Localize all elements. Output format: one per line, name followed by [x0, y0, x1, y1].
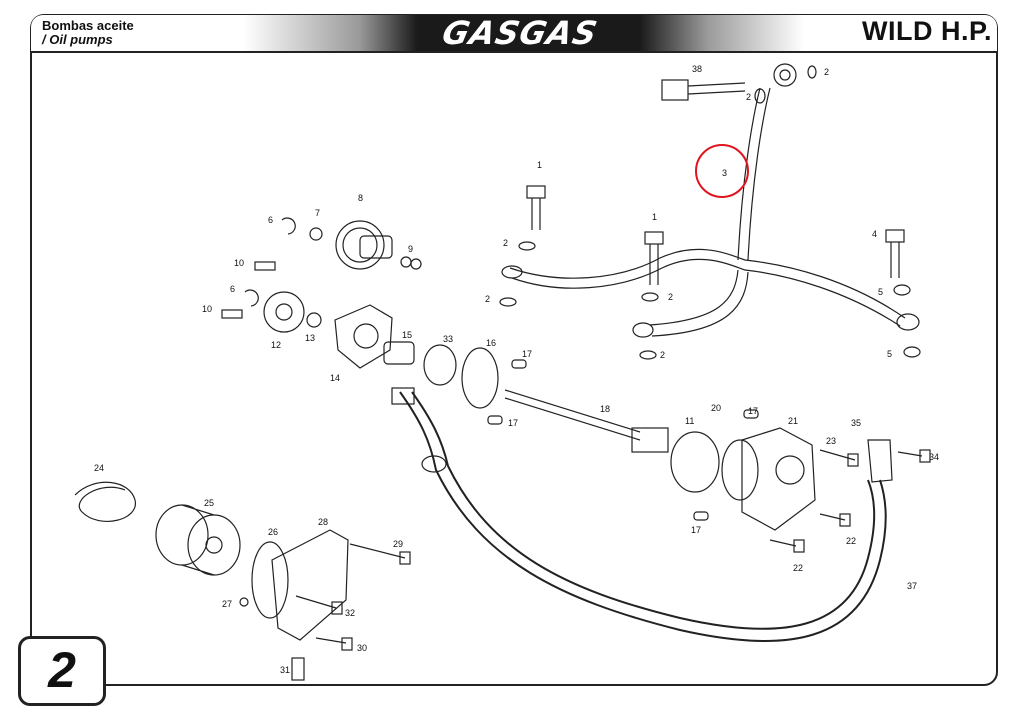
label-2c: 2: [503, 238, 508, 248]
label-1b: 1: [652, 212, 657, 222]
sensor-38: [661, 79, 689, 101]
plate-16: [461, 347, 499, 409]
bolt-1: [526, 185, 546, 199]
header-bar: [31, 15, 997, 53]
section-title-english: / Oil pumps: [42, 32, 113, 47]
label-17d: 17: [691, 525, 701, 535]
pump-body-21: [741, 427, 816, 531]
oil-hose-37: [399, 391, 887, 643]
spring-24: [74, 481, 136, 522]
label-4: 4: [872, 229, 877, 239]
banjo-fitting: [773, 63, 797, 87]
label-14: 14: [330, 373, 340, 383]
label-31: 31: [280, 665, 290, 675]
oring-20: [721, 439, 759, 501]
label-30: 30: [357, 643, 367, 653]
label-21: 21: [788, 416, 798, 426]
label-2d: 2: [485, 294, 490, 304]
label-7: 7: [315, 208, 320, 218]
label-2e: 2: [668, 292, 673, 302]
label-23: 23: [826, 436, 836, 446]
label-5b: 5: [887, 349, 892, 359]
rotor-11: [670, 431, 720, 493]
cover-28: [271, 529, 349, 641]
label-20: 20: [711, 403, 721, 413]
oil-line-cross: [509, 248, 906, 319]
drive-block: [631, 427, 669, 453]
bolt-4: [885, 229, 905, 243]
label-12: 12: [271, 340, 281, 350]
bushing-15: [383, 341, 415, 365]
label-5a: 5: [878, 287, 883, 297]
label-9: 9: [408, 244, 413, 254]
label-6b: 6: [230, 284, 235, 294]
label-17b: 17: [508, 418, 518, 428]
label-10a: 10: [234, 258, 244, 268]
label-25: 25: [204, 498, 214, 508]
label-10b: 10: [202, 304, 212, 314]
plug-31: [291, 657, 305, 681]
oil-line-pipe: [737, 87, 761, 261]
label-22a: 22: [846, 536, 856, 546]
highlight-circle: [695, 144, 749, 198]
label-8: 8: [358, 193, 363, 203]
gear-12: [263, 291, 305, 333]
label-13: 13: [305, 333, 315, 343]
shaft-18: [504, 389, 641, 433]
label-24: 24: [94, 463, 104, 473]
label-15: 15: [402, 330, 412, 340]
model-name: WILD H.P.: [861, 16, 992, 46]
rotor-33: [423, 344, 457, 386]
page-frame: [30, 14, 998, 686]
label-35: 35: [851, 418, 861, 428]
label-33: 33: [443, 334, 453, 344]
label-17c: 17: [748, 406, 758, 416]
label-3: 3: [722, 168, 727, 178]
gear-8: [335, 220, 385, 270]
label-2a: 2: [746, 92, 751, 102]
label-28: 28: [318, 517, 328, 527]
label-11: 11: [685, 416, 694, 426]
label-34: 34: [929, 452, 939, 462]
section-title-spanish: Bombas aceite: [42, 18, 134, 33]
label-32: 32: [345, 608, 355, 618]
label-37: 37: [907, 581, 917, 591]
label-16: 16: [486, 338, 496, 348]
label-27: 27: [222, 599, 232, 609]
label-38: 38: [692, 64, 702, 74]
page-number: 2: [48, 642, 76, 698]
hose-fitting: [391, 387, 415, 405]
label-1a: 1: [537, 160, 542, 170]
pump-cover-14: [334, 304, 393, 369]
label-26: 26: [268, 527, 278, 537]
gasket-26: [251, 541, 289, 619]
label-18: 18: [600, 404, 610, 414]
label-29: 29: [393, 539, 403, 549]
label-2f: 2: [660, 350, 665, 360]
label-22b: 22: [793, 563, 803, 573]
label-2b: 2: [824, 67, 829, 77]
filter-25: [155, 504, 209, 566]
bolt-1b: [644, 231, 664, 245]
label-6a: 6: [268, 215, 273, 225]
label-17a: 17: [522, 349, 532, 359]
